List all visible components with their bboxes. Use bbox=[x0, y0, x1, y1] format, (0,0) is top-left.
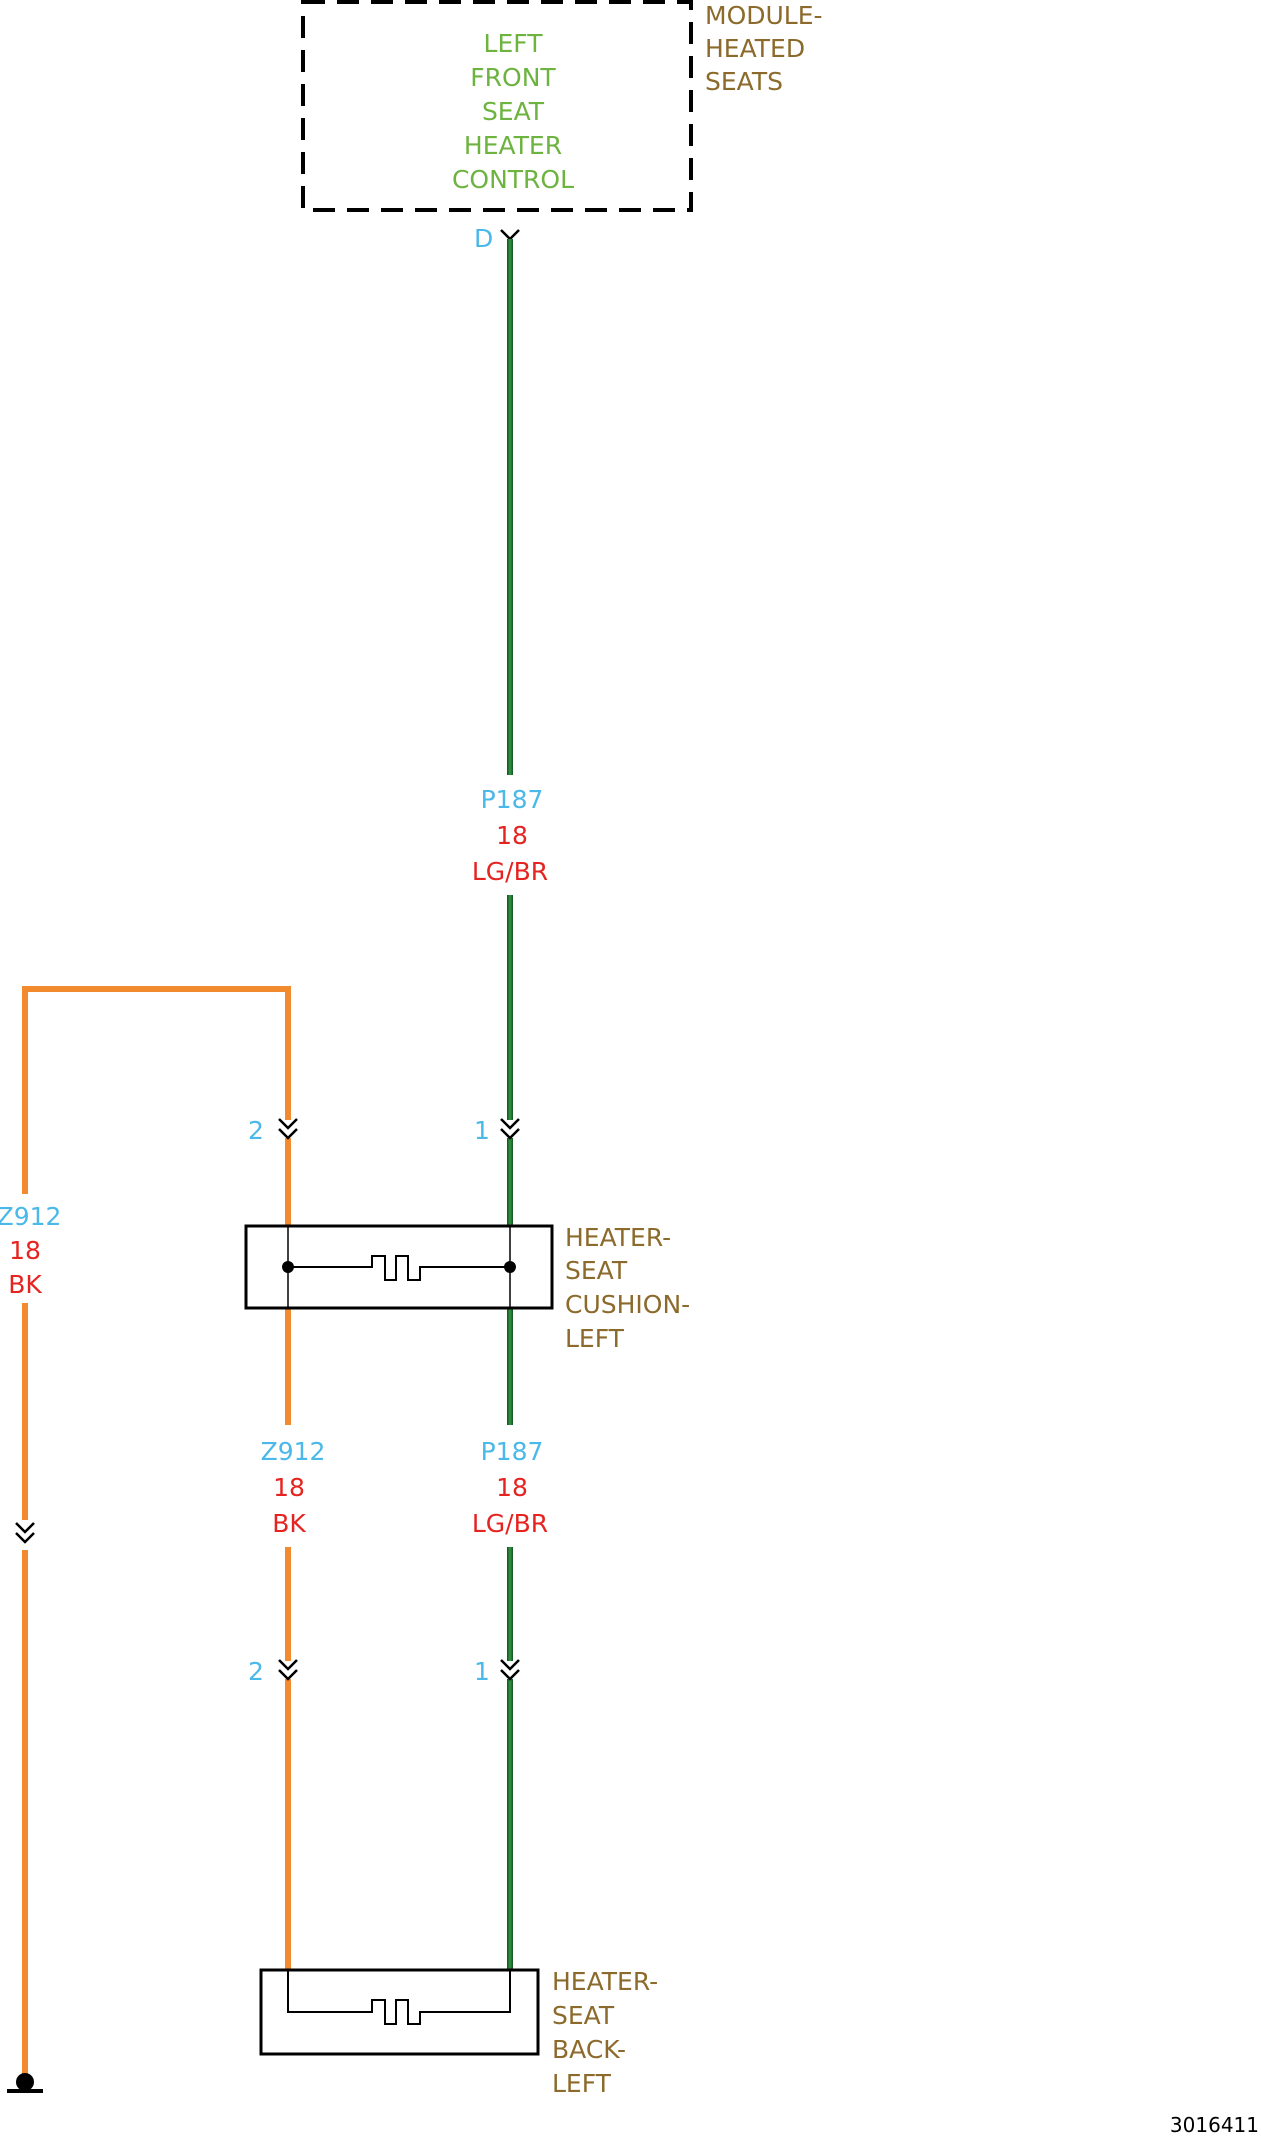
back-green-pin: 1 bbox=[474, 1657, 490, 1686]
left-orange-wire-label: Z912 18 BK bbox=[0, 1202, 61, 1299]
cushion-heater-line-1: HEATER- bbox=[565, 1223, 671, 1252]
cushion-heater-line-2: SEAT bbox=[565, 1256, 628, 1285]
back-heater-line-4: LEFT bbox=[552, 2069, 612, 2098]
cushion-heater-line-4: LEFT bbox=[565, 1324, 625, 1353]
wire-gauge: 18 bbox=[496, 1473, 528, 1502]
wire-color-code: LG/BR bbox=[472, 1509, 548, 1538]
module-control-line-3: SEAT bbox=[482, 97, 545, 126]
lower-green-wire-label: P187 18 LG/BR bbox=[472, 1437, 548, 1538]
cushion-heater-label: HEATER- SEAT CUSHION- LEFT bbox=[565, 1223, 690, 1353]
connector-chevron-icon bbox=[278, 1659, 298, 1681]
module-heated-seats-box bbox=[301, 0, 693, 212]
cushion-heater-line-3: CUSHION- bbox=[565, 1290, 690, 1319]
module-name-line-3: SEATS bbox=[705, 67, 783, 96]
back-heater-line-2: SEAT bbox=[552, 2001, 615, 2030]
connector-chevron-icon bbox=[15, 1522, 35, 1544]
module-name-line-2: HEATED bbox=[705, 34, 805, 63]
module-control-line-5: CONTROL bbox=[452, 165, 574, 194]
back-heater-label: HEATER- SEAT BACK- LEFT bbox=[552, 1967, 658, 2098]
heater-element-icon bbox=[287, 1970, 511, 2025]
module-control-line-1: LEFT bbox=[484, 29, 544, 58]
mid-orange-wire-label: Z912 18 BK bbox=[261, 1437, 326, 1538]
wire-circuit: Z912 bbox=[261, 1437, 326, 1466]
wire-gauge: 18 bbox=[9, 1236, 41, 1265]
ground-icon bbox=[7, 2073, 43, 2093]
wire-color-code: BK bbox=[272, 1509, 306, 1538]
heater-element-icon bbox=[282, 1226, 516, 1308]
connector-chevron-icon bbox=[278, 1118, 298, 1140]
connector-chevron-icon bbox=[500, 1118, 520, 1140]
connector-chevron-icon bbox=[500, 1659, 520, 1681]
wire-circuit: Z912 bbox=[0, 1202, 61, 1231]
back-orange-pin: 2 bbox=[248, 1657, 264, 1686]
back-heater-line-1: HEATER- bbox=[552, 1967, 658, 1996]
cushion-green-pin: 1 bbox=[474, 1116, 490, 1145]
back-heater-line-3: BACK- bbox=[552, 2035, 626, 2064]
cushion-heater bbox=[244, 1224, 554, 1310]
back-heater bbox=[259, 1968, 540, 2056]
module-name-label: MODULE- HEATED SEATS bbox=[705, 1, 823, 96]
upper-green-wire-label: P187 18 LG/BR bbox=[472, 785, 548, 886]
orange-wire bbox=[22, 986, 291, 2082]
wire-gauge: 18 bbox=[496, 821, 528, 850]
wire-circuit: P187 bbox=[481, 785, 544, 814]
connector-chevron-icon bbox=[500, 229, 520, 241]
module-pin-label: D bbox=[474, 224, 493, 253]
wire-color-code: BK bbox=[8, 1270, 42, 1299]
wire-color-code: LG/BR bbox=[472, 857, 548, 886]
module-control-line-4: HEATER bbox=[464, 131, 562, 160]
cushion-orange-pin: 2 bbox=[248, 1116, 264, 1145]
figure-id: 3016411 bbox=[1170, 2113, 1259, 2137]
wire-gauge: 18 bbox=[273, 1473, 305, 1502]
module-control-label: LEFT FRONT SEAT HEATER CONTROL bbox=[452, 29, 574, 194]
module-control-line-2: FRONT bbox=[470, 63, 556, 92]
wire-circuit: P187 bbox=[481, 1437, 544, 1466]
module-name-line-1: MODULE- bbox=[705, 1, 823, 30]
